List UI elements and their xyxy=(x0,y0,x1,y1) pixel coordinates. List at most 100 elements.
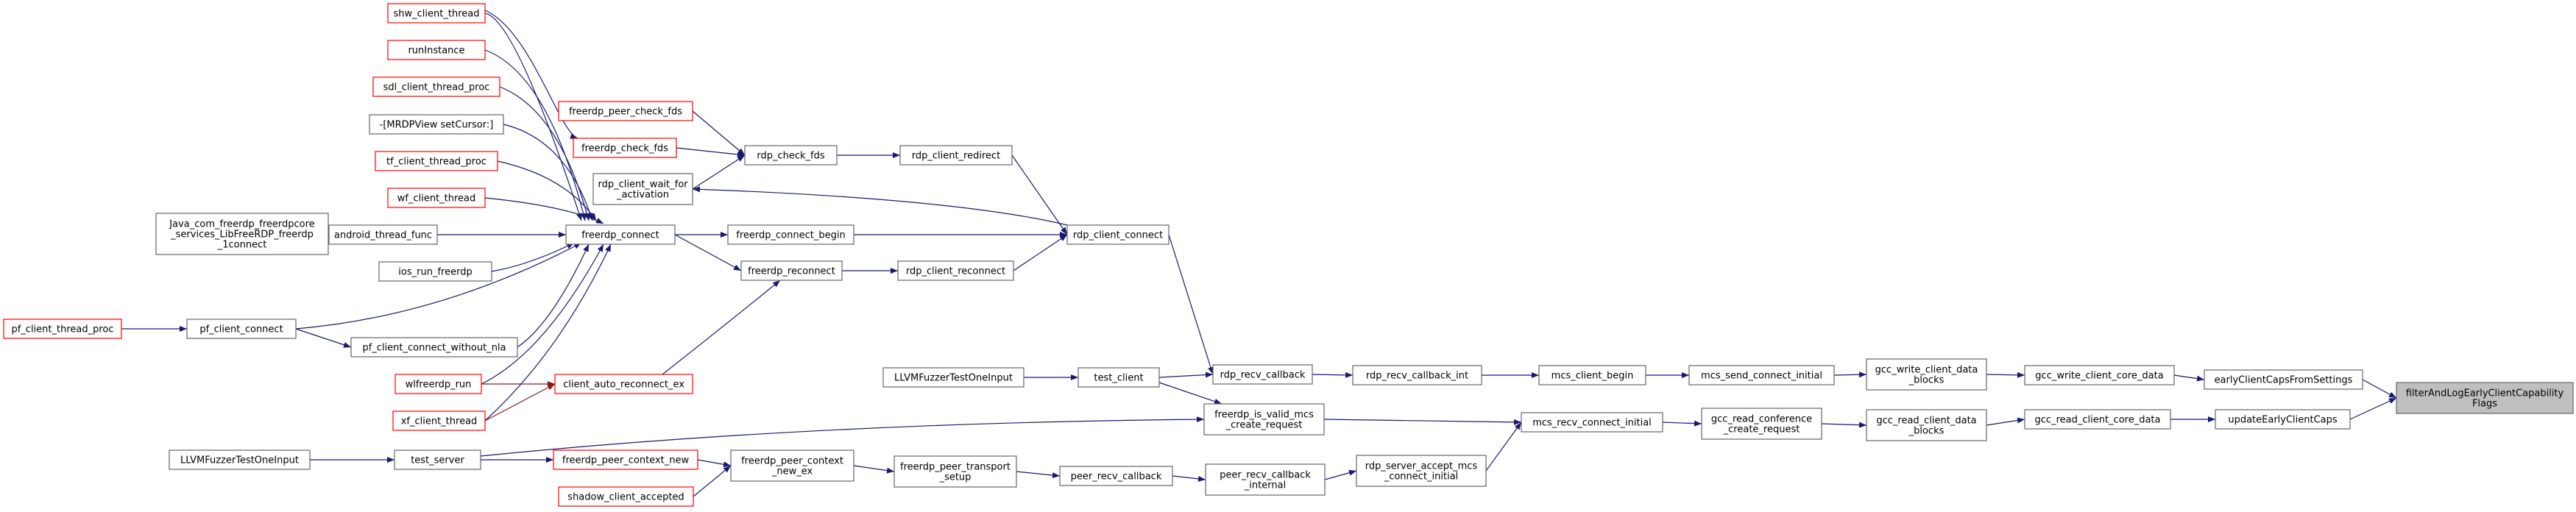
node-rconnect[interactable]: rdp_client_connect xyxy=(1066,224,1170,245)
node-box-checkfds[interactable] xyxy=(573,138,677,158)
node-box-freconnect[interactable] xyxy=(740,260,843,281)
node-redirect[interactable]: rdp_client_redirect xyxy=(899,145,1013,166)
node-box-wlf[interactable] xyxy=(394,374,482,394)
node-rreconnect[interactable]: rdp_client_reconnect xyxy=(897,260,1014,281)
node-testclient[interactable]: test_client xyxy=(1078,367,1160,388)
node-wlf[interactable]: wlfreerdp_run xyxy=(394,374,482,394)
node-mrdp[interactable]: -[MRDPView setCursor:] xyxy=(369,114,504,135)
node-updatecaps[interactable]: updateEarlyClientCaps xyxy=(2215,409,2351,430)
node-pfnla[interactable]: pf_client_connect_without_nla xyxy=(350,337,518,358)
node-box-peerctxex[interactable] xyxy=(730,449,854,482)
node-box-pfconnect[interactable] xyxy=(186,319,297,339)
node-box-peerctxnew[interactable] xyxy=(553,449,698,470)
node-box-validmcs[interactable] xyxy=(1203,403,1325,435)
node-box-fconnect[interactable] xyxy=(565,224,676,245)
node-box-shw[interactable] xyxy=(387,3,486,24)
node-recvcb[interactable]: rdp_recv_callback xyxy=(1212,364,1313,385)
node-box-redirect[interactable] xyxy=(899,145,1013,166)
node-box-xf[interactable] xyxy=(392,410,486,431)
node-box-rconnect[interactable] xyxy=(1066,224,1170,245)
node-box-srvaccept[interactable] xyxy=(1356,455,1487,487)
node-peerrecvint[interactable]: peer_recv_callback_internal xyxy=(1205,463,1326,496)
node-testserver[interactable]: test_server xyxy=(394,449,481,470)
node-box-writeblocks[interactable] xyxy=(1866,358,1987,391)
node-autorecon[interactable]: client_auto_reconnect_ex xyxy=(554,374,693,394)
node-box-mrdp[interactable] xyxy=(369,114,504,135)
node-peerrecv[interactable]: peer_recv_callback xyxy=(1059,466,1173,486)
node-box-tf[interactable] xyxy=(375,151,498,171)
node-box-wf[interactable] xyxy=(387,188,486,208)
node-box-readcore[interactable] xyxy=(2024,409,2171,430)
node-sdl[interactable]: sdl_client_thread_proc xyxy=(372,77,500,97)
node-box-sdl[interactable] xyxy=(372,77,500,97)
node-fconnect[interactable]: freerdp_connect xyxy=(565,224,676,245)
node-xf[interactable]: xf_client_thread xyxy=(392,410,486,431)
node-checkfds[interactable]: freerdp_check_fds xyxy=(573,138,677,158)
node-box-pfnla[interactable] xyxy=(350,337,518,358)
node-ios[interactable]: ios_run_freerdp xyxy=(378,261,492,282)
node-validmcs[interactable]: freerdp_is_valid_mcs_create_request xyxy=(1203,403,1325,435)
node-box-earlycaps[interactable] xyxy=(2204,369,2363,390)
node-box-ios[interactable] xyxy=(378,261,492,282)
node-box-mcsrecv[interactable] xyxy=(1521,412,1663,433)
node-box-waitact[interactable] xyxy=(592,173,693,205)
node-box-peerrecvint[interactable] xyxy=(1205,463,1326,496)
node-box-writecore[interactable] xyxy=(2024,365,2175,385)
node-fz2[interactable]: LLVMFuzzerTestOneInput xyxy=(882,367,1025,388)
node-box-cbegin[interactable] xyxy=(727,224,854,245)
node-waitact[interactable]: rdp_client_wait_for_activation xyxy=(592,173,693,205)
node-mcsrecv[interactable]: mcs_recv_connect_initial xyxy=(1521,412,1663,433)
node-box-mcsbegin[interactable] xyxy=(1538,365,1646,385)
node-box-recvcb[interactable] xyxy=(1212,364,1313,385)
node-peerctxex[interactable]: freerdp_peer_context_new_ex xyxy=(730,449,854,482)
node-writecore[interactable]: gcc_write_client_core_data xyxy=(2024,365,2175,385)
node-writeblocks[interactable]: gcc_write_client_data_blocks xyxy=(1866,358,1987,391)
node-box-readblocks[interactable] xyxy=(1866,409,1987,441)
node-rdpcheck[interactable]: rdp_check_fds xyxy=(744,145,838,166)
node-shadow[interactable]: shadow_client_accepted xyxy=(558,486,694,507)
node-pfconnect[interactable]: pf_client_connect xyxy=(186,319,297,339)
node-box-autorecon[interactable] xyxy=(554,374,693,394)
node-runInstance[interactable]: runInstance xyxy=(387,40,486,60)
node-box-pfthread[interactable] xyxy=(3,319,122,339)
node-pfthread[interactable]: pf_client_thread_proc xyxy=(3,319,122,339)
node-box-updatecaps[interactable] xyxy=(2215,409,2351,430)
node-cbegin[interactable]: freerdp_connect_begin xyxy=(727,224,854,245)
node-box-testclient[interactable] xyxy=(1078,367,1160,388)
node-box-android[interactable] xyxy=(328,224,438,245)
node-readblocks[interactable]: gcc_read_client_data_blocks xyxy=(1866,409,1987,441)
node-box-recvint[interactable] xyxy=(1352,365,1482,385)
node-box-peerrecv[interactable] xyxy=(1059,466,1173,486)
node-wf[interactable]: wf_client_thread xyxy=(387,188,486,208)
node-box-rreconnect[interactable] xyxy=(897,260,1014,281)
node-mcssend[interactable]: mcs_send_connect_initial xyxy=(1688,365,1835,385)
node-box-filter[interactable] xyxy=(2396,382,2574,414)
node-peercheck[interactable]: freerdp_peer_check_fds xyxy=(558,101,693,121)
node-shw[interactable]: shw_client_thread xyxy=(387,3,486,24)
node-android[interactable]: android_thread_func xyxy=(328,224,438,245)
node-transport[interactable]: freerdp_peer_transport_setup xyxy=(894,455,1017,488)
node-box-transport[interactable] xyxy=(894,455,1017,488)
node-box-fz2[interactable] xyxy=(882,367,1025,388)
node-srvaccept[interactable]: rdp_server_accept_mcs_connect_initial xyxy=(1356,455,1487,487)
node-box-runInstance[interactable] xyxy=(387,40,486,60)
node-earlycaps[interactable]: earlyClientCapsFromSettings xyxy=(2204,369,2363,390)
node-box-peercheck[interactable] xyxy=(558,101,693,121)
node-fz1[interactable]: LLVMFuzzerTestOneInput xyxy=(169,449,311,470)
node-box-java[interactable] xyxy=(155,213,329,255)
node-box-fz1[interactable] xyxy=(169,449,311,470)
node-peerctxnew[interactable]: freerdp_peer_context_new xyxy=(553,449,698,470)
node-readcore[interactable]: gcc_read_client_core_data xyxy=(2024,409,2171,430)
node-recvint[interactable]: rdp_recv_callback_int xyxy=(1352,365,1482,385)
node-mcsbegin[interactable]: mcs_client_begin xyxy=(1538,365,1646,385)
node-tf[interactable]: tf_client_thread_proc xyxy=(375,151,498,171)
node-java[interactable]: Java_com_freerdp_freerdpcore_services_Li… xyxy=(155,213,329,255)
node-box-testserver[interactable] xyxy=(394,449,481,470)
node-readconf[interactable]: gcc_read_conference_create_request xyxy=(1701,408,1822,440)
node-box-rdpcheck[interactable] xyxy=(744,145,838,166)
node-freconnect[interactable]: freerdp_reconnect xyxy=(740,260,843,281)
node-box-mcssend[interactable] xyxy=(1688,365,1835,385)
node-box-shadow[interactable] xyxy=(558,486,694,507)
node-box-readconf[interactable] xyxy=(1701,408,1822,440)
